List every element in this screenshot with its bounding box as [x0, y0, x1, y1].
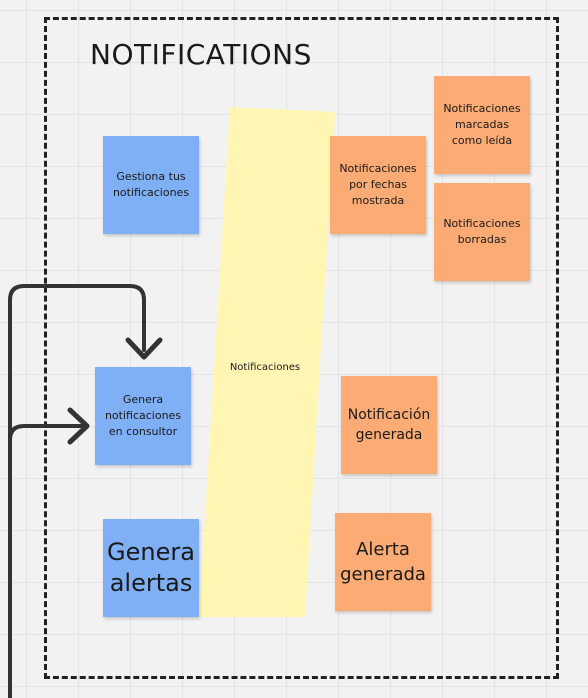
- sticky-genera-notificaciones[interactable]: Genera notificaciones en consultor: [95, 367, 191, 465]
- arrowhead-right-icon: [67, 407, 90, 445]
- dashed-frame: [44, 17, 559, 679]
- arrowhead-down-icon: [125, 337, 163, 360]
- sticky-borradas[interactable]: Notificaciones borradas: [434, 183, 530, 281]
- sticky-gestiona[interactable]: Gestiona tus notificaciones: [103, 136, 199, 234]
- yellow-lane[interactable]: [199, 107, 335, 617]
- sticky-alerta-generada[interactable]: Alerta generada: [335, 513, 431, 611]
- sticky-genera-alertas[interactable]: Genera alertas: [103, 519, 199, 617]
- sticky-notificacion-generada[interactable]: Notificación generada: [341, 376, 437, 474]
- sticky-marcadas[interactable]: Notificaciones marcadas como leída: [434, 76, 530, 174]
- sticky-por-fechas[interactable]: Notificaciones por fechas mostrada: [330, 136, 426, 234]
- board-title: NOTIFICATIONS: [90, 38, 312, 71]
- lane-label: Notificaciones: [229, 362, 301, 373]
- connector-middle[interactable]: [8, 424, 84, 698]
- connector-top[interactable]: [8, 284, 146, 698]
